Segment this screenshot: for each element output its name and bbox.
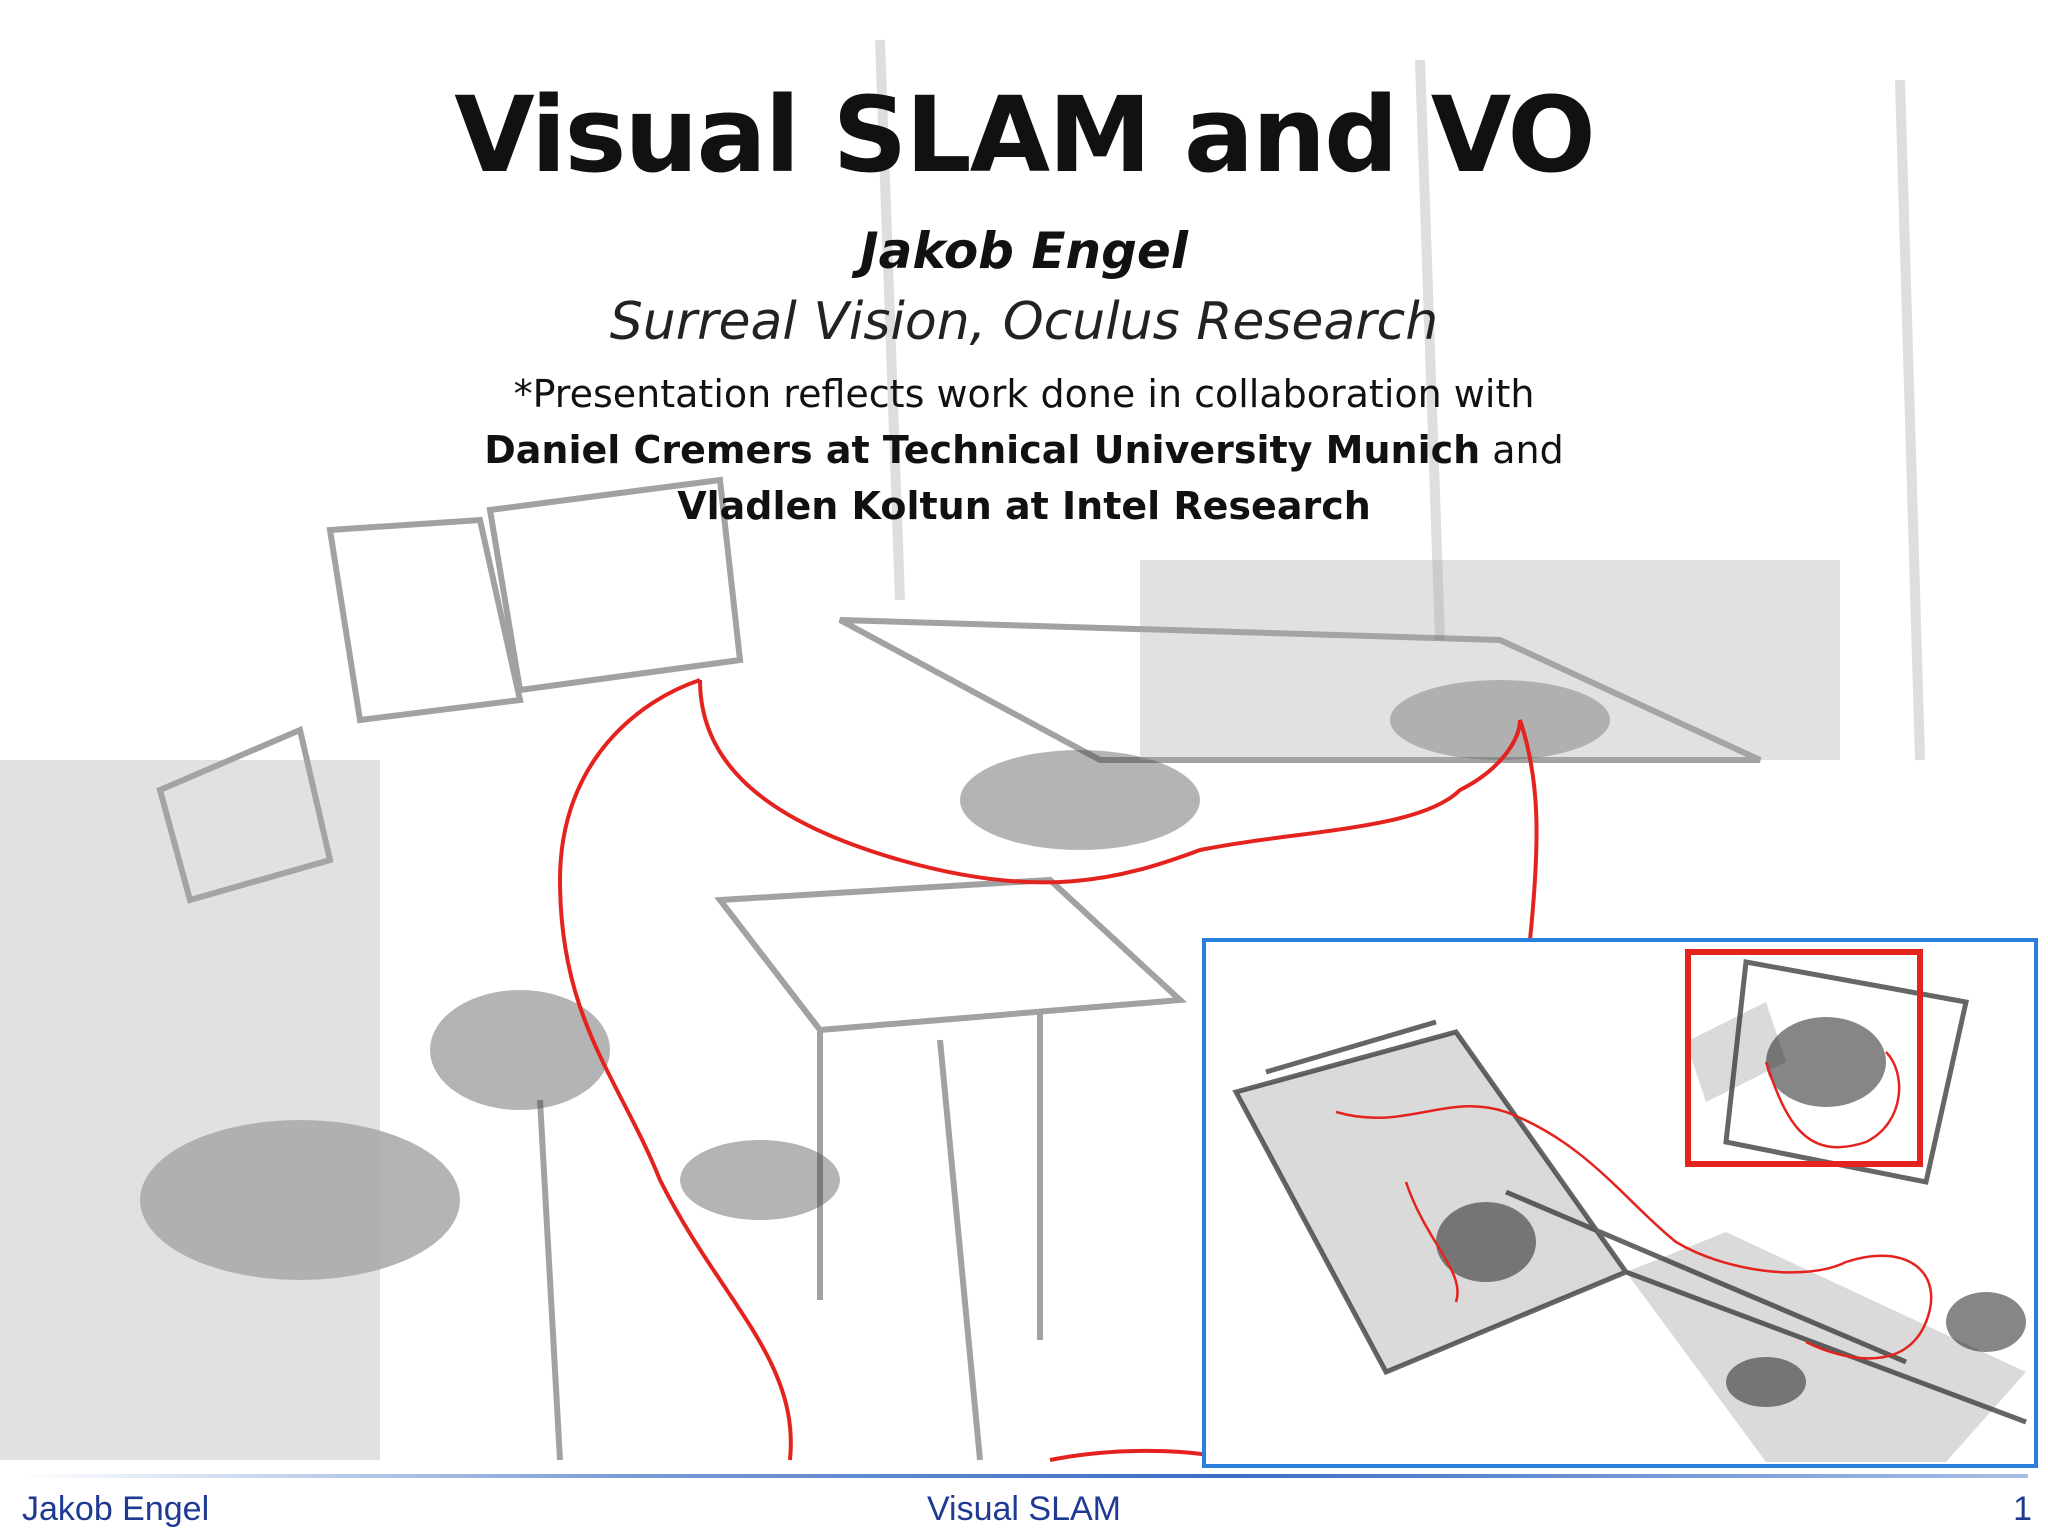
- highlight-box: [1685, 949, 1923, 1167]
- overview-map-inset: [1202, 938, 2038, 1468]
- camera-trajectory: [557, 678, 1539, 1462]
- note-line-2-bold: Daniel Cremers at Technical University M…: [484, 428, 1481, 472]
- note-line-1: *Presentation reflects work done in coll…: [513, 372, 1535, 416]
- note-line-2-rest: and: [1480, 428, 1564, 472]
- affiliation: Surreal Vision, Oculus Research: [609, 292, 1439, 352]
- footer-divider: [20, 1474, 2028, 1478]
- footer-title: Visual SLAM: [926, 1490, 1122, 1528]
- author-name: Jakob Engel: [860, 222, 1188, 280]
- overview-map-image: [1232, 949, 2027, 1462]
- note-line-3-bold: Vladlen Koltun at Intel Research: [677, 484, 1371, 528]
- collaboration-note: *Presentation reflects work done in coll…: [0, 366, 2048, 534]
- note-line-2: Daniel Cremers at Technical University M…: [0, 422, 2048, 478]
- footer-author: Jakob Engel: [22, 1490, 210, 1528]
- note-line-3: Vladlen Koltun at Intel Research: [0, 478, 2048, 534]
- overview-trajectory: [1335, 1051, 1933, 1360]
- slide-title: Visual SLAM and VO: [454, 74, 1596, 196]
- page-number: 1: [2013, 1490, 2032, 1528]
